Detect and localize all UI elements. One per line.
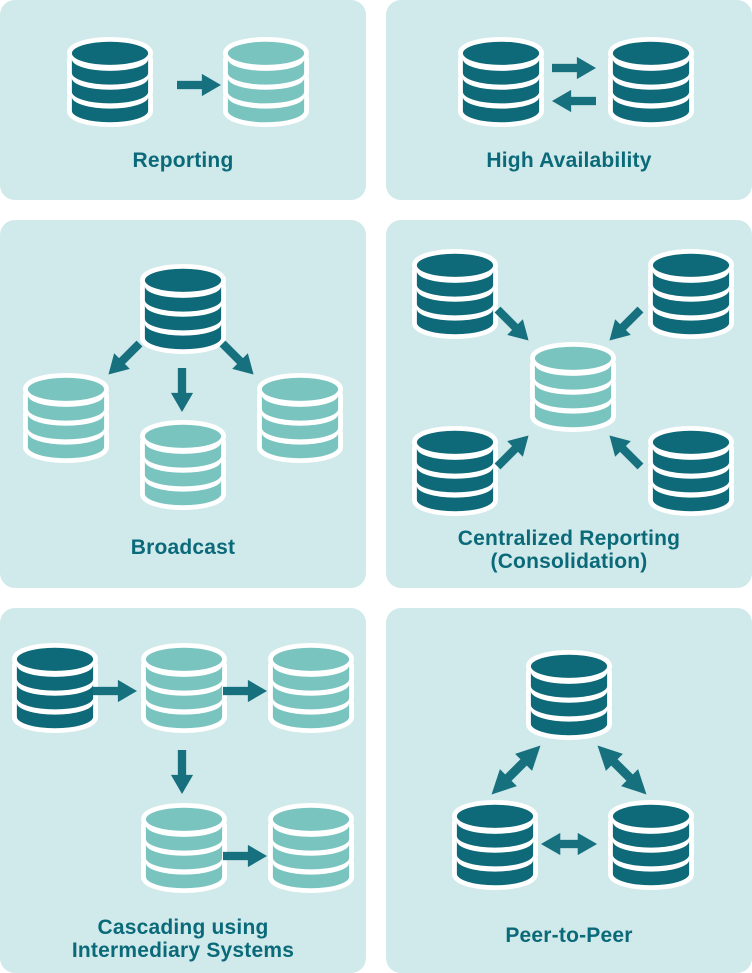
source-database-icon bbox=[12, 643, 98, 733]
panel-title-line: Centralized Reporting bbox=[457, 527, 681, 550]
peer-database-icon bbox=[608, 800, 694, 890]
double-arrow-diagonal-icon bbox=[481, 735, 552, 806]
double-arrow-horizontal-icon bbox=[539, 832, 599, 856]
arrow-right-icon bbox=[223, 679, 267, 703]
panel-title: High Availability bbox=[486, 149, 652, 172]
source-database-icon bbox=[648, 249, 734, 339]
panel-title: Cascading using Intermediary Systems bbox=[0, 916, 366, 962]
arrow-down-icon bbox=[170, 368, 194, 412]
panel-high-availability: High Availability bbox=[386, 0, 752, 200]
arrow-left-icon bbox=[552, 89, 596, 113]
arrow-right-icon bbox=[223, 844, 267, 868]
peer-database-icon bbox=[452, 800, 538, 890]
panel-title-line: (Consolidation) bbox=[490, 550, 648, 573]
panel-reporting: Reporting bbox=[0, 0, 366, 200]
panel-title-line: Cascading using bbox=[97, 916, 269, 939]
replica-database-icon bbox=[140, 420, 226, 510]
arrow-down-icon bbox=[170, 750, 194, 794]
replica-database-icon bbox=[268, 803, 354, 893]
intermediary-database-icon bbox=[141, 643, 227, 733]
arrow-right-icon bbox=[177, 73, 221, 97]
replica-database-icon bbox=[257, 373, 343, 463]
panel-title: Broadcast bbox=[130, 536, 236, 559]
source-database-icon bbox=[412, 249, 498, 339]
panel-peer-to-peer: Peer-to-Peer bbox=[386, 608, 752, 973]
arrow-right-icon bbox=[93, 679, 137, 703]
panel-title: Reporting bbox=[132, 149, 234, 172]
peer-database-icon bbox=[526, 650, 612, 740]
primary-database-icon bbox=[458, 37, 544, 127]
arrow-up-left-icon bbox=[601, 427, 649, 475]
panel-cascading: Cascading using Intermediary Systems bbox=[0, 608, 366, 973]
replica-database-icon bbox=[268, 643, 354, 733]
source-database-icon bbox=[140, 264, 226, 354]
panel-broadcast: Broadcast bbox=[0, 220, 366, 588]
source-database-icon bbox=[648, 426, 734, 516]
intermediary-database-icon bbox=[141, 803, 227, 893]
panel-title-line: Intermediary Systems bbox=[71, 939, 295, 962]
arrow-right-icon bbox=[552, 56, 596, 80]
double-arrow-diagonal-icon bbox=[587, 735, 658, 806]
panel-title: Centralized Reporting (Consolidation) bbox=[386, 527, 752, 573]
source-database-icon bbox=[67, 37, 153, 127]
panel-title: Peer-to-Peer bbox=[505, 924, 633, 947]
replica-database-icon bbox=[223, 37, 309, 127]
panel-centralized-reporting: Centralized Reporting (Consolidation) bbox=[386, 220, 752, 588]
standby-database-icon bbox=[608, 37, 694, 127]
central-replica-database-icon bbox=[530, 342, 616, 432]
source-database-icon bbox=[412, 426, 498, 516]
replica-database-icon bbox=[23, 373, 109, 463]
